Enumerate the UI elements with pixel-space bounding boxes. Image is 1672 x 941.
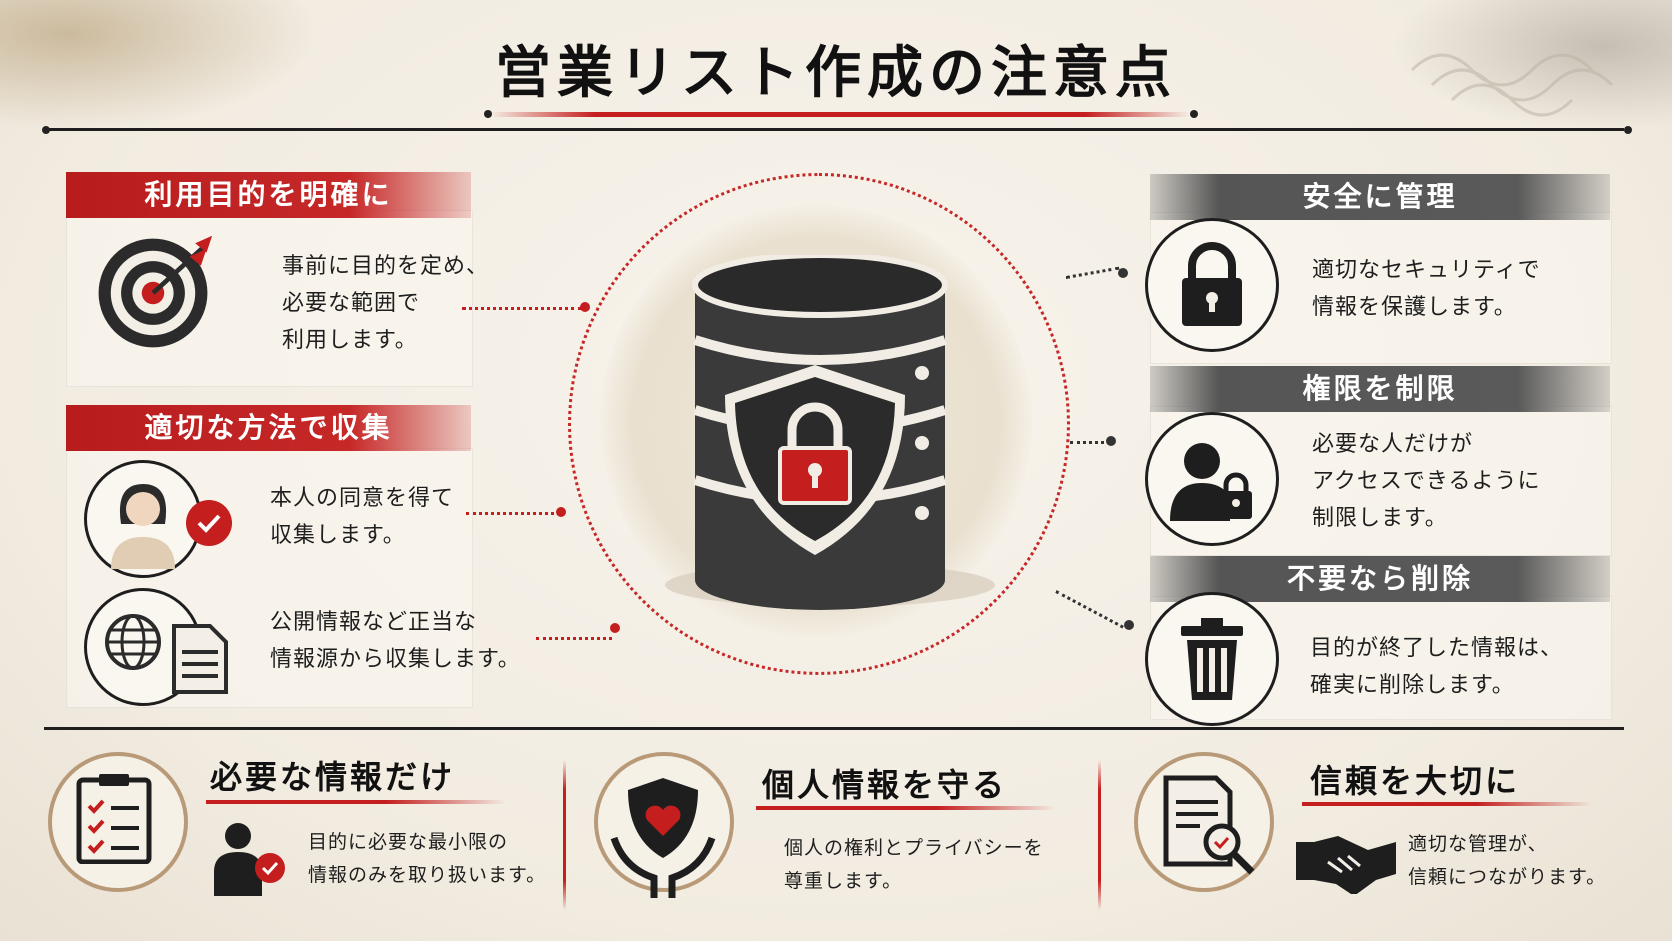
vertical-separator (563, 760, 566, 910)
text-purpose: 事前に目的を定め、 必要な範囲で 利用します。 (282, 254, 490, 353)
heading-minimum-info: 必要な情報だけ (210, 758, 456, 796)
text-secure: 適切なセキュリティで 情報を保護します。 (1312, 258, 1541, 320)
heading-trust: 信頼を大切に (1310, 762, 1521, 800)
text-public-source: 公開情報など正当な 情報源から収集します。 (270, 610, 521, 672)
brush-stroke-decoration (0, 0, 320, 130)
heading-secure: 安全に管理 (1150, 174, 1610, 220)
connector-dot (610, 623, 620, 633)
bottom-divider (44, 727, 1624, 730)
connector-dot (1124, 620, 1134, 630)
text-protect-personal-info: 個人の権利とプライバシーを 尊重します。 (784, 837, 1044, 892)
cloud-wave-decoration (1392, 0, 1672, 130)
connector-dot (1106, 436, 1116, 446)
connector-line (536, 637, 612, 640)
person-consent-icon (84, 460, 202, 578)
text-consent: 本人の同意を得て 収集します。 (270, 486, 455, 548)
heading-underline (206, 800, 506, 804)
text-permission: 必要な人だけが アクセスできるように 制限します。 (1312, 432, 1541, 531)
heading-underline (756, 806, 1056, 810)
handshake-icon (1296, 836, 1396, 894)
padlock-icon (1145, 218, 1279, 352)
top-divider (48, 128, 1624, 131)
text-trust: 適切な管理が、 信頼につながります。 (1408, 833, 1607, 888)
person-check-icon (214, 823, 285, 896)
checklist-icon (58, 762, 170, 874)
connector-line (466, 512, 560, 515)
check-badge-icon (186, 500, 232, 546)
document-icon (172, 624, 228, 694)
wave-pattern-icon (1410, 53, 1614, 117)
connector-line (462, 307, 582, 310)
connector-dot (1118, 268, 1128, 278)
connector-dot (556, 507, 566, 517)
heading-permission: 権限を制限 (1150, 366, 1610, 412)
document-magnifier-icon (1163, 775, 1255, 875)
icon-ring (594, 752, 734, 892)
divider-dot (42, 126, 50, 134)
page-title: 営業リスト作成の注意点 (495, 41, 1177, 106)
title-dot (1190, 110, 1198, 118)
heading-collect: 適切な方法で収集 (66, 405, 471, 451)
heading-underline (1302, 802, 1592, 806)
connector-line (1065, 266, 1120, 279)
database-shield-lock-icon (665, 255, 995, 610)
center-dotted-ring (568, 173, 1070, 675)
text-delete: 目的が終了した情報は、 確実に削除します。 (1310, 636, 1564, 698)
hands-shield-heart-icon (610, 778, 716, 898)
user-lock-icon (1145, 412, 1279, 546)
heading-purpose: 利用目的を明確に (66, 172, 471, 218)
connector-line (1055, 590, 1124, 629)
title-underline (490, 112, 1190, 117)
vertical-separator (1098, 760, 1101, 910)
heading-protect-personal-info: 個人情報を守る (762, 766, 1008, 804)
connector-dot (580, 302, 590, 312)
title-dot (484, 110, 492, 118)
connector-line (1070, 441, 1110, 444)
target-icon (92, 232, 214, 354)
trash-icon (1145, 592, 1279, 726)
text-minimum-info: 目的に必要な最小限の 情報のみを取り扱います。 (308, 831, 547, 886)
divider-dot (1624, 126, 1632, 134)
